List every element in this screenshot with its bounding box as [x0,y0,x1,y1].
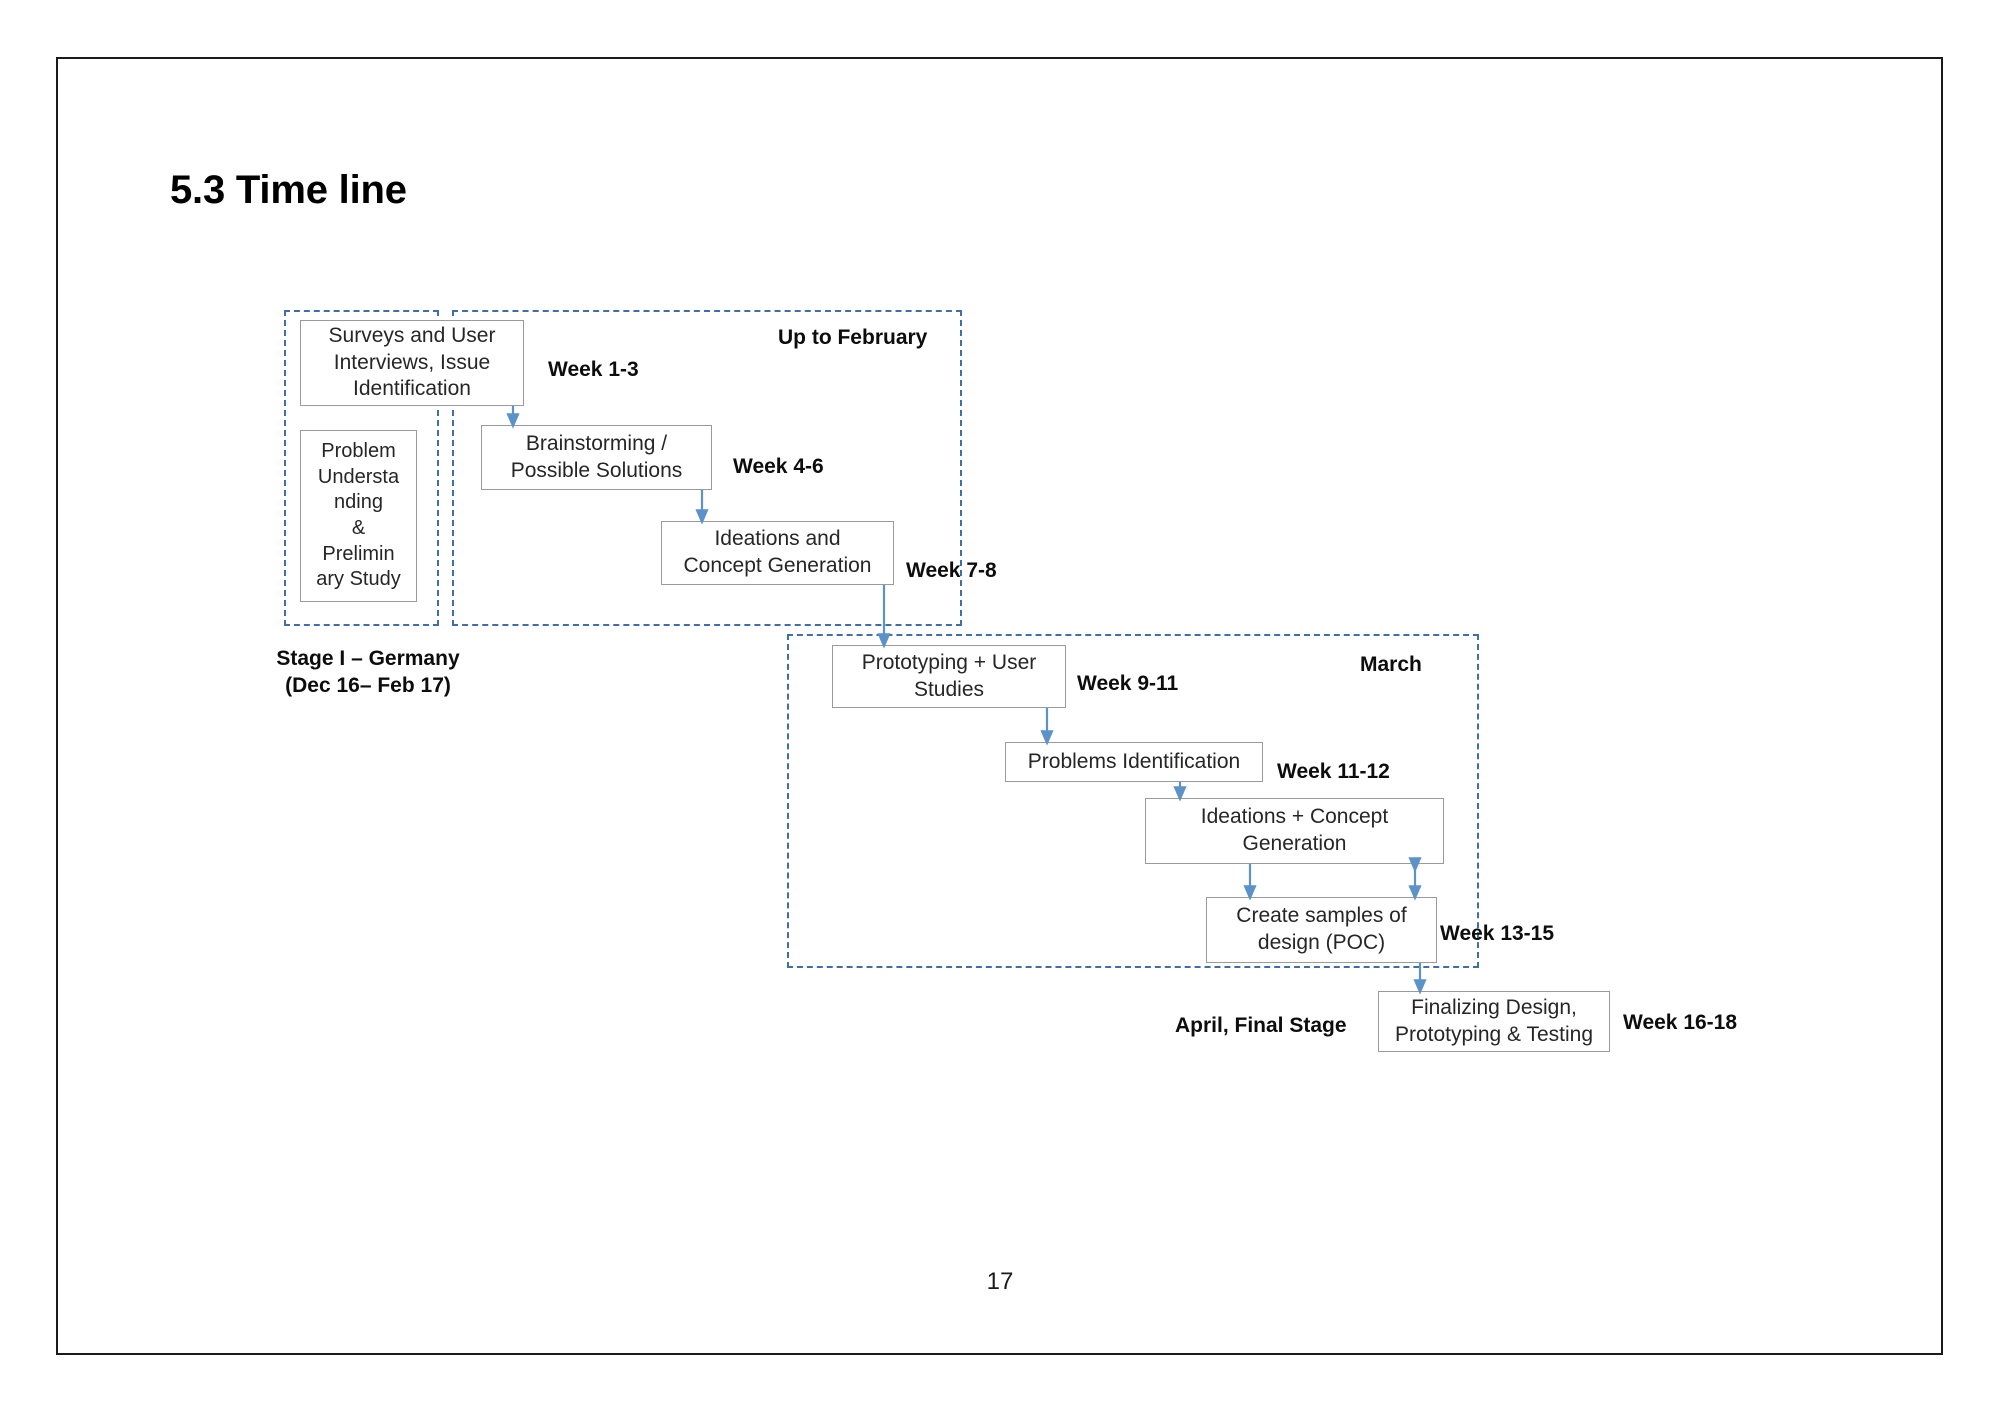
label-week-4-6: Week 4-6 [733,455,824,478]
label-week-1-3: Week 1-3 [548,358,639,381]
box-ideations-plus-line-2: Generation [1242,832,1347,855]
box-finalizing[interactable]: Finalizing Design, Prototyping & Testing [1378,991,1610,1052]
box-surveys-line-3: Identification [353,377,471,401]
box-surveys[interactable]: Surveys and User Interviews, Issue Ident… [300,320,524,406]
group-march [787,634,1479,968]
label-week-9-11: Week 9-11 [1077,672,1179,695]
box-brainstorming-line-1: Brainstorming / [525,431,668,455]
label-week-7-8: Week 7-8 [906,559,997,582]
box-problem-line-5: Prelimin [322,542,395,565]
box-problems-identification-line-1: Problems Identification [1027,749,1241,773]
box-finalizing-line-2: Prototyping & Testing [1394,1022,1594,1046]
label-week-11-12: Week 11-12 [1277,760,1390,783]
label-week-16-18: Week 16-18 [1623,1011,1738,1034]
box-prototyping-line-2: Studies [913,677,985,701]
box-problem-line-3: nding [334,491,383,514]
box-ideations-plus-concept[interactable]: Ideations + Concept Generation [1145,798,1444,864]
label-april-final-stage: April, Final Stage [1175,1014,1347,1037]
page-number: 17 [986,1268,1014,1295]
box-problem-line-1: Problem [321,440,396,463]
label-stage-one-line-2: (Dec 16– Feb 17) [285,674,451,698]
box-create-samples-line-1: Create samples of [1236,904,1407,928]
box-ideations-concept-line-2: Concept Generation [683,554,872,577]
label-stage-one: Stage I – Germany (Dec 16– Feb 17) [268,645,468,700]
box-surveys-line-1: Surveys and User [328,323,496,347]
box-brainstorming-line-2: Possible Solutions [510,458,683,482]
box-surveys-line-2: Interviews, Issue [333,350,491,374]
box-ideations-concept-line-1: Ideations and [714,527,841,551]
label-week-13-15: Week 13-15 [1440,922,1555,945]
box-prototyping[interactable]: Prototyping + User Studies [832,645,1066,708]
box-prototyping-line-1: Prototyping + User [861,650,1037,674]
box-problem-line-4: & [351,517,366,539]
label-up-to-february: Up to February [778,326,928,349]
page-title: 5.3 Time line [170,168,407,212]
box-problem-line-6: ary Study [316,568,401,591]
label-march: March [1360,653,1422,676]
box-problem-understanding[interactable]: Problem Understa nding & Prelimin ary St… [300,430,417,602]
label-stage-one-line-1: Stage I – Germany [276,647,460,670]
box-ideations-concept[interactable]: Ideations and Concept Generation [661,521,894,585]
group-stage-one-left [284,310,439,626]
box-ideations-plus-line-1: Ideations + Concept [1200,805,1389,829]
box-create-samples[interactable]: Create samples of design (POC) [1206,897,1437,963]
box-brainstorming[interactable]: Brainstorming / Possible Solutions [481,425,712,490]
box-finalizing-line-1: Finalizing Design, [1411,995,1577,1019]
group-up-to-february [452,310,962,626]
box-problems-identification[interactable]: Problems Identification [1005,742,1263,782]
box-create-samples-line-2: design (POC) [1257,931,1386,954]
box-problem-line-2: Understa [317,465,400,488]
